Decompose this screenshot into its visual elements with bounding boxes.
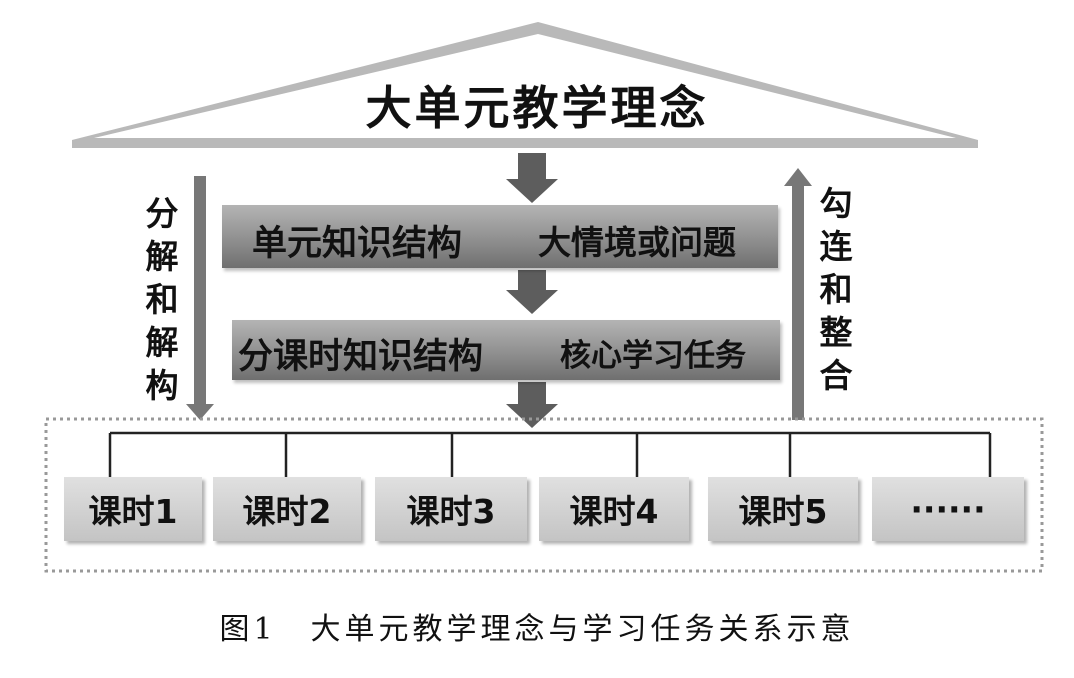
down-arrow-3 xyxy=(506,382,558,428)
lesson-box-4: 课时4 xyxy=(539,477,689,541)
lesson-box-5: 课时5 xyxy=(708,477,858,541)
unit-knowledge-band: 单元知识结构 大情境或问题 xyxy=(222,205,778,268)
lesson-box-2: 课时2 xyxy=(213,477,361,541)
roof-inner xyxy=(94,34,956,138)
lesson-knowledge-label: 分课时知识结构 xyxy=(238,337,484,377)
lesson-box-3: 课时3 xyxy=(375,477,527,541)
down-arrow-2 xyxy=(506,270,558,314)
lesson-box-more: ······ xyxy=(872,477,1024,541)
core-task-label: 核心学习任务 xyxy=(560,338,746,374)
big-situation-label: 大情境或问题 xyxy=(538,223,736,262)
lesson-box-1: 课时1 xyxy=(64,477,202,541)
unit-knowledge-label: 单元知识结构 xyxy=(252,224,463,264)
decompose-arrow xyxy=(186,176,214,420)
roof-title: 大单元教学理念 xyxy=(365,81,709,135)
lesson-connectors xyxy=(108,431,992,480)
integrate-arrow xyxy=(784,168,812,420)
integrate-text: 勾连和整合 xyxy=(819,184,853,395)
down-arrow-1 xyxy=(506,153,558,203)
figure-caption: 图1 大单元教学理念与学习任务关系示意 xyxy=(219,612,855,647)
lessons-frame xyxy=(44,417,1044,573)
decompose-text: 分解和解构 xyxy=(145,194,179,405)
lesson-knowledge-band: 分课时知识结构 核心学习任务 xyxy=(232,320,780,380)
